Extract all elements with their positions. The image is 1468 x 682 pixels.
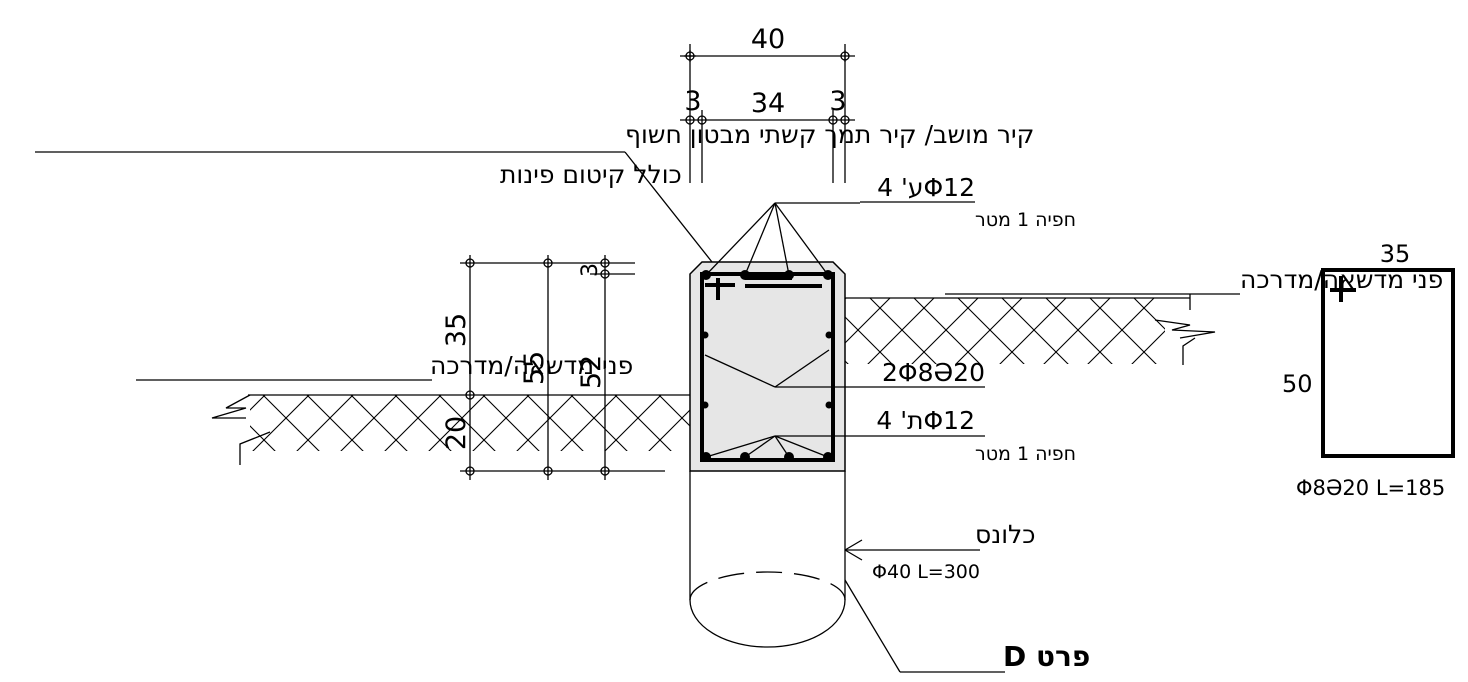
dim-total-width: 40 [751,24,785,55]
pile-label: כלונס [975,520,1035,549]
dim-total-height: 55 [519,351,550,385]
stirrup-detail [1321,268,1455,458]
wall-description-line2: כולל קיטום פינות [500,160,682,189]
top-rebar-label: ע' 4Φ12 [877,173,975,202]
wall-description-line1: קיר מושב/ קיר תמך קשתי מבטון חשוף [625,120,1034,149]
pile [689,471,980,648]
dim-below-ground: 20 [441,416,472,450]
dim-inner-width: 34 [751,88,785,119]
bottom-rebar-label: ת' 4Φ12 [876,406,975,435]
detail-title: פרט D [1003,640,1090,673]
ground-right-label: פני מדשאה/מדרכה [1240,265,1443,294]
leaders [35,151,1005,673]
stirrup-detail-spec: Φ8Ә20 L=185 [1296,476,1445,500]
left-dimensions [460,255,665,480]
dim-cover-right: 3 [829,86,846,117]
stirrup-detail-width: 35 [1380,240,1411,268]
dim-cover-top: 3 [578,263,603,277]
pile-spec-label: Φ40 L=300 [872,561,980,583]
dim-above-ground: 35 [441,313,472,347]
bottom-rebar-anchor-label: חפיה 1 מטר [975,443,1076,465]
stirrups-label: 2Φ8Ә20 [882,358,985,387]
stirrup-detail-height: 50 [1282,370,1313,398]
dim-inner-height: 52 [576,355,607,389]
ground-left [136,379,690,465]
wall-section [689,261,846,472]
top-dimensions [680,44,855,183]
top-rebar-anchor-label: חפיה 1 מטר [975,209,1076,231]
dim-cover-left: 3 [684,86,701,117]
ground-left-label: פני מדשאה/מדרכה [430,351,633,380]
ground-right [845,293,1240,365]
